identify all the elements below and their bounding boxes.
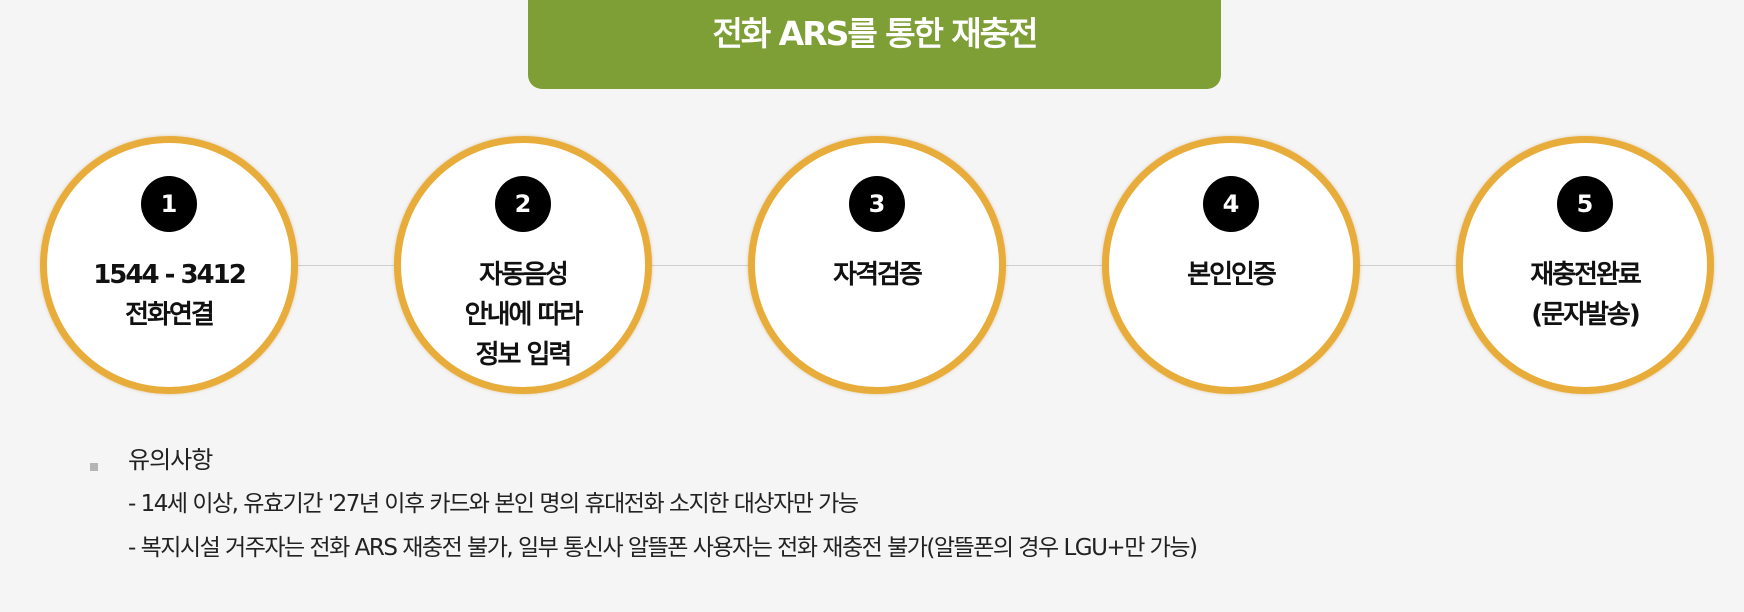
step-label: 본인인증 <box>1187 260 1277 290</box>
step-1-circle: 1 1544 - 3412 전화연결 <box>40 136 298 394</box>
step-5-circle: 5 재충전완료 (문자발송) <box>1456 136 1714 394</box>
step-connector <box>298 265 394 266</box>
step-3-circle: 3 자격검증 <box>748 136 1006 394</box>
step-label: 자격검증 <box>833 260 923 290</box>
page-title: 전화 ARS를 통한 재충전 <box>712 13 1038 53</box>
step-number-badge: 3 <box>849 176 905 232</box>
notes-title: 유의사항 <box>128 446 213 474</box>
step-2-circle: 2 자동음성 안내에 따라 정보 입력 <box>394 136 652 394</box>
step-number-badge: 1 <box>141 176 197 232</box>
title-banner: 전화 ARS를 통한 재충전 <box>528 0 1221 89</box>
step-connector <box>1360 265 1456 266</box>
step-label: 재충전완료 (문자발송) <box>1530 260 1642 330</box>
step-4-circle: 4 본인인증 <box>1102 136 1360 394</box>
step-connector <box>652 265 748 266</box>
process-steps: 1 1544 - 3412 전화연결 2 자동음성 안내에 따라 정보 입력 3… <box>40 136 1714 394</box>
notes-line: - 14세 이상, 유효기간 '27년 이후 카드와 본인 명의 휴대전화 소지… <box>128 491 859 517</box>
step-number-badge: 5 <box>1557 176 1613 232</box>
step-number-badge: 2 <box>495 176 551 232</box>
square-bullet-icon <box>90 463 98 471</box>
step-number-badge: 4 <box>1203 176 1259 232</box>
notes-line: - 복지시설 거주자는 전화 ARS 재충전 불가, 일부 통신사 알뜰폰 사용… <box>128 535 1198 561</box>
step-label: 1544 - 3412 전화연결 <box>93 260 247 330</box>
step-connector <box>1006 265 1102 266</box>
step-label: 자동음성 안내에 따라 정보 입력 <box>464 260 584 370</box>
